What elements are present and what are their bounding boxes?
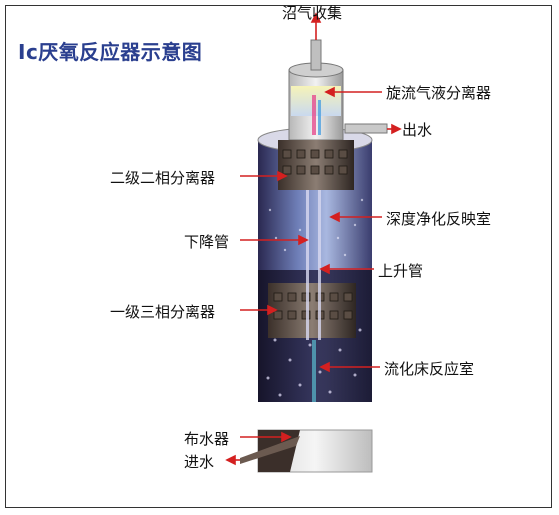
label-first-separator: 一级三相分离器 — [110, 303, 216, 321]
label-arrows — [225, 12, 402, 466]
label-distributor: 布水器 — [184, 430, 230, 448]
label-downcomer: 下降管 — [184, 233, 230, 251]
label-riser: 上升管 — [378, 262, 424, 280]
label-inlet: 进水 — [184, 453, 215, 471]
reactor-base — [240, 429, 373, 473]
label-cyclone: 旋流气液分离器 — [386, 84, 492, 102]
label-deep-clean: 深度净化反映室 — [386, 210, 492, 228]
outlet-pipe — [344, 123, 388, 134]
label-biogas: 沼气收集 — [282, 4, 343, 22]
diagram-title: Ic厌氧反应器示意图 — [18, 40, 203, 64]
label-second-separator: 二级二相分离器 — [110, 169, 216, 187]
second-separator — [278, 140, 354, 190]
first-separator — [268, 283, 356, 338]
label-fluidized: 流化床反应室 — [384, 360, 475, 378]
label-outlet: 出水 — [402, 121, 433, 139]
tubes — [306, 190, 321, 402]
cyclone-cylinder — [288, 39, 344, 141]
figure-frame — [5, 5, 552, 508]
